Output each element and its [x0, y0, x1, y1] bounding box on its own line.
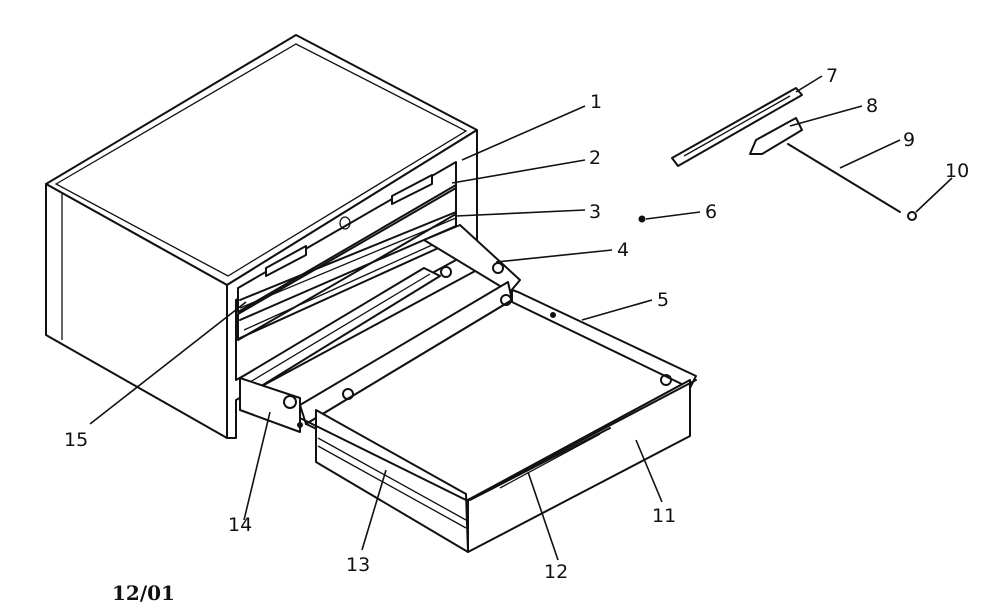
callout-14: 14	[228, 514, 252, 536]
leader-lines	[89, 75, 953, 561]
right-slide	[423, 224, 521, 293]
part-nut	[907, 211, 917, 221]
loose-parts	[638, 87, 917, 223]
drawer-handle-upper	[391, 174, 433, 205]
callout-13: 13	[346, 554, 370, 576]
lock-icon	[339, 216, 351, 230]
callout-8: 8	[866, 95, 878, 117]
part-bracket	[749, 117, 803, 155]
callout-4: 4	[617, 239, 629, 261]
date-code: 12/01	[112, 581, 175, 605]
callout-labels: 1 2 3 4 5 6 7 8 9 10 11 12 13 14 15	[64, 65, 969, 583]
callout-10: 10	[945, 160, 969, 182]
callout-12: 12	[544, 561, 568, 583]
cabinet	[45, 34, 478, 439]
callout-3: 3	[589, 201, 601, 223]
callout-5: 5	[657, 289, 669, 311]
callout-7: 7	[826, 65, 838, 87]
callout-15: 15	[64, 429, 88, 451]
callout-1: 1	[590, 91, 602, 113]
callout-9: 9	[903, 129, 915, 151]
callout-6: 6	[705, 201, 717, 223]
part-rod	[787, 143, 901, 213]
callout-11: 11	[652, 505, 676, 527]
open-drawer	[239, 224, 697, 553]
drawer-handle-lower	[265, 245, 307, 277]
part-screw	[638, 215, 646, 223]
callout-2: 2	[589, 147, 601, 169]
